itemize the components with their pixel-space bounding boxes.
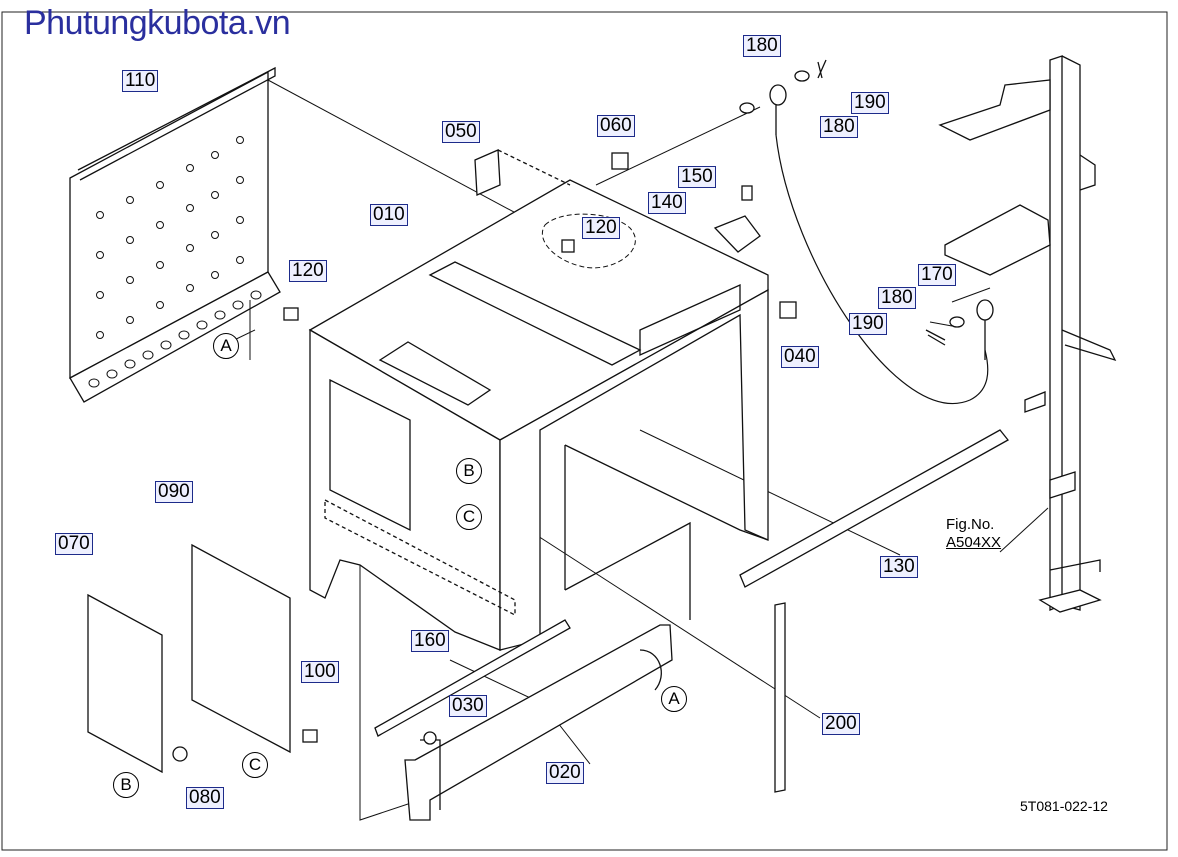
part-label-020[interactable]: 020 <box>546 762 584 784</box>
part-label-030[interactable]: 030 <box>449 695 487 717</box>
drawing-code: 5T081-022-12 <box>1020 798 1108 814</box>
figure-ref-line2: A504XX <box>946 534 1002 551</box>
cover-070 <box>87 593 163 774</box>
part-label-180-low[interactable]: 180 <box>878 287 916 309</box>
part-label-050[interactable]: 050 <box>442 121 480 143</box>
callout-b-cover: B <box>113 772 139 798</box>
latch-140 <box>713 215 761 253</box>
cable-assembly <box>739 59 994 404</box>
brand-watermark: Phutungkubota.vn <box>24 4 291 42</box>
frame-structure <box>938 55 1117 613</box>
part-label-150[interactable]: 150 <box>678 166 716 188</box>
bracket-020 <box>404 624 673 821</box>
strip-160 <box>374 619 571 737</box>
callout-b-housing: B <box>456 458 482 484</box>
part-label-140[interactable]: 140 <box>648 192 686 214</box>
part-label-190-top[interactable]: 190 <box>851 92 889 114</box>
callout-a-bracket: A <box>661 686 687 712</box>
part-label-040[interactable]: 040 <box>781 346 819 368</box>
part-label-100[interactable]: 100 <box>301 661 339 683</box>
part-label-010[interactable]: 010 <box>370 204 408 226</box>
part-label-160[interactable]: 160 <box>411 630 449 652</box>
part-label-200[interactable]: 200 <box>822 713 860 735</box>
callout-c-housing: C <box>456 504 482 530</box>
strip-200 <box>774 602 786 793</box>
nut-060 <box>611 152 629 170</box>
part-label-180-top[interactable]: 180 <box>743 35 781 57</box>
part-label-060[interactable]: 060 <box>597 115 635 137</box>
callout-a-left: A <box>213 333 239 359</box>
part-label-180-mid[interactable]: 180 <box>820 116 858 138</box>
part-label-120-left[interactable]: 120 <box>289 260 327 282</box>
panel-110 <box>69 66 281 403</box>
housing-010 <box>308 179 769 821</box>
nut-040 <box>779 301 797 319</box>
callout-c-cover: C <box>242 752 268 778</box>
strip-130 <box>739 429 1009 588</box>
figure-ref-line1: Fig.No. <box>946 516 995 533</box>
cover-090 <box>191 543 291 754</box>
part-label-190-low[interactable]: 190 <box>849 313 887 335</box>
part-label-110[interactable]: 110 <box>122 70 159 92</box>
part-label-170[interactable]: 170 <box>918 264 956 286</box>
part-label-120-upper[interactable]: 120 <box>582 217 620 239</box>
bracket-050 <box>474 149 501 196</box>
part-label-070[interactable]: 070 <box>55 533 93 555</box>
figure-reference: Fig.No. A504XX <box>946 516 1001 552</box>
part-label-080[interactable]: 080 <box>186 787 224 809</box>
part-label-090[interactable]: 090 <box>155 481 193 503</box>
part-label-130[interactable]: 130 <box>880 556 918 578</box>
